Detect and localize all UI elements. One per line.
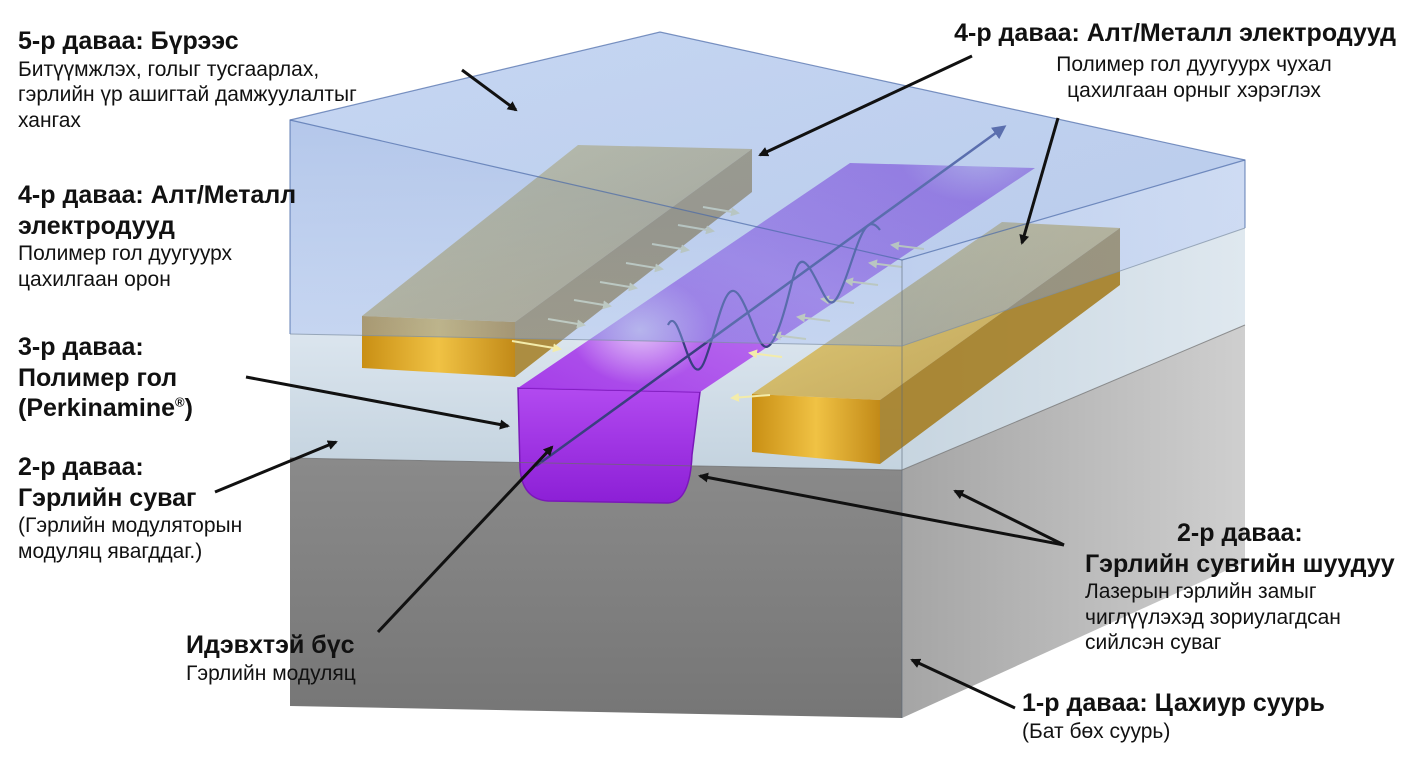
label-layer5: 5-р давaa: Бүрээс Битүүмжлэх, голыг тусг… xyxy=(18,26,357,133)
label-layer1: 1-р давaa: Цахиур суурь (Бат бөх суурь) xyxy=(1022,688,1325,744)
label-layer4-right-desc: Полимер гол дуугуурх чухал цахилгаан орн… xyxy=(1018,52,1370,103)
layer2-right-title-line1: 2-р давaa: xyxy=(1177,519,1303,547)
callout-arrow-electrode-top xyxy=(758,54,973,157)
layer2-right-desc-line1: Лазерын гэрлийн замыг xyxy=(1085,580,1317,603)
active-region-title: Идэвхтэй бүс xyxy=(186,631,355,659)
waveguide-trench xyxy=(517,387,701,504)
label-layer2-right: 2-р давaa: Гэрлийн сувгийн шуудуу Лазеры… xyxy=(1085,518,1395,656)
callout-arrow-encapsulation xyxy=(461,68,518,112)
layer2-right-desc-line3: сийлсэн суваг xyxy=(1085,631,1222,655)
layer4-right-title: 4-р давaa: Алт/Металл электродууд xyxy=(954,19,1396,47)
layer5-desc-line2: гэрлийн үр ашигтай дамжуулалтыг xyxy=(18,83,357,107)
layer2-left-desc-line1: (Гэрлийн модуляторын xyxy=(18,514,243,537)
label-layer4-right: 4-р давaa: Алт/Металл электродууд xyxy=(954,18,1396,49)
callout-arrow-substrate xyxy=(910,658,1016,710)
layer3-title-line2: Полимер гол xyxy=(18,363,178,392)
layer1-desc: (Бат бөх суурь) xyxy=(1022,719,1171,743)
layer4-left-desc-line1: Полимер гол дуугуурх xyxy=(18,242,233,265)
layer4-left-desc-line2: цахилгаан орон xyxy=(18,267,171,291)
layer1-title: 1-р давaa: Цахиур суурь xyxy=(1022,689,1325,717)
layer2-right-desc-line2: чиглүүлэхэд зориулагдсан xyxy=(1085,605,1341,629)
layer2-right-title-line2: Гэрлийн сувгийн шуудуу xyxy=(1085,549,1395,578)
layer5-desc-line1: Битүүмжлэх, голыг тусгаарлах, xyxy=(18,57,320,81)
callout-arrow-polymer-core xyxy=(245,375,510,430)
callout-arrow-trench-1 xyxy=(698,472,1065,547)
encapsulation-layer xyxy=(289,31,1246,718)
layer3-title-line1: 3-р давaa: xyxy=(18,333,144,361)
callout-arrow-channel xyxy=(214,440,338,494)
layer4-left-title-line2: электродууд xyxy=(18,211,175,240)
callout-arrow-electrode-right xyxy=(1019,117,1060,245)
label-layer2-left: 2-р давaa: Гэрлийн суваг (Гэрлийн модуля… xyxy=(18,452,242,564)
layer4-left-title-line1: 4-р давaa: Алт/Металл xyxy=(18,181,297,209)
layer5-desc-line3: хангах xyxy=(18,108,81,132)
layer2-left-title-line1: 2-р давaa: xyxy=(18,453,144,481)
callout-arrow-trench-2 xyxy=(953,489,1065,547)
layer2-left-desc-line2: модуляц явагддаг.) xyxy=(18,539,203,563)
layer4-right-desc-line2: цахилгаан орныг хэрэглэх xyxy=(1067,78,1321,102)
layer3-title-line3: (Perkinamine®) xyxy=(18,394,193,422)
layer5-title: 5-р давaa: Бүрээс xyxy=(18,27,239,55)
callout-arrows xyxy=(214,54,1065,710)
label-layer4-left: 4-р давaa: Алт/Металл электродууд Полиме… xyxy=(18,180,296,292)
label-layer3: 3-р давaa: Полимер гол (Perkinamine®) xyxy=(18,332,193,424)
layer4-right-desc-line1: Полимер гол дуугуурх чухал xyxy=(1056,53,1332,76)
label-active-region: Идэвхтэй бүс Гэрлийн модуляц xyxy=(186,630,356,686)
callout-arrow-active-region xyxy=(376,445,554,634)
active-region-desc: Гэрлийн модуляц xyxy=(186,661,356,685)
layer2-left-title-line2: Гэрлийн суваг xyxy=(18,483,197,512)
silicon-substrate xyxy=(290,325,1245,718)
